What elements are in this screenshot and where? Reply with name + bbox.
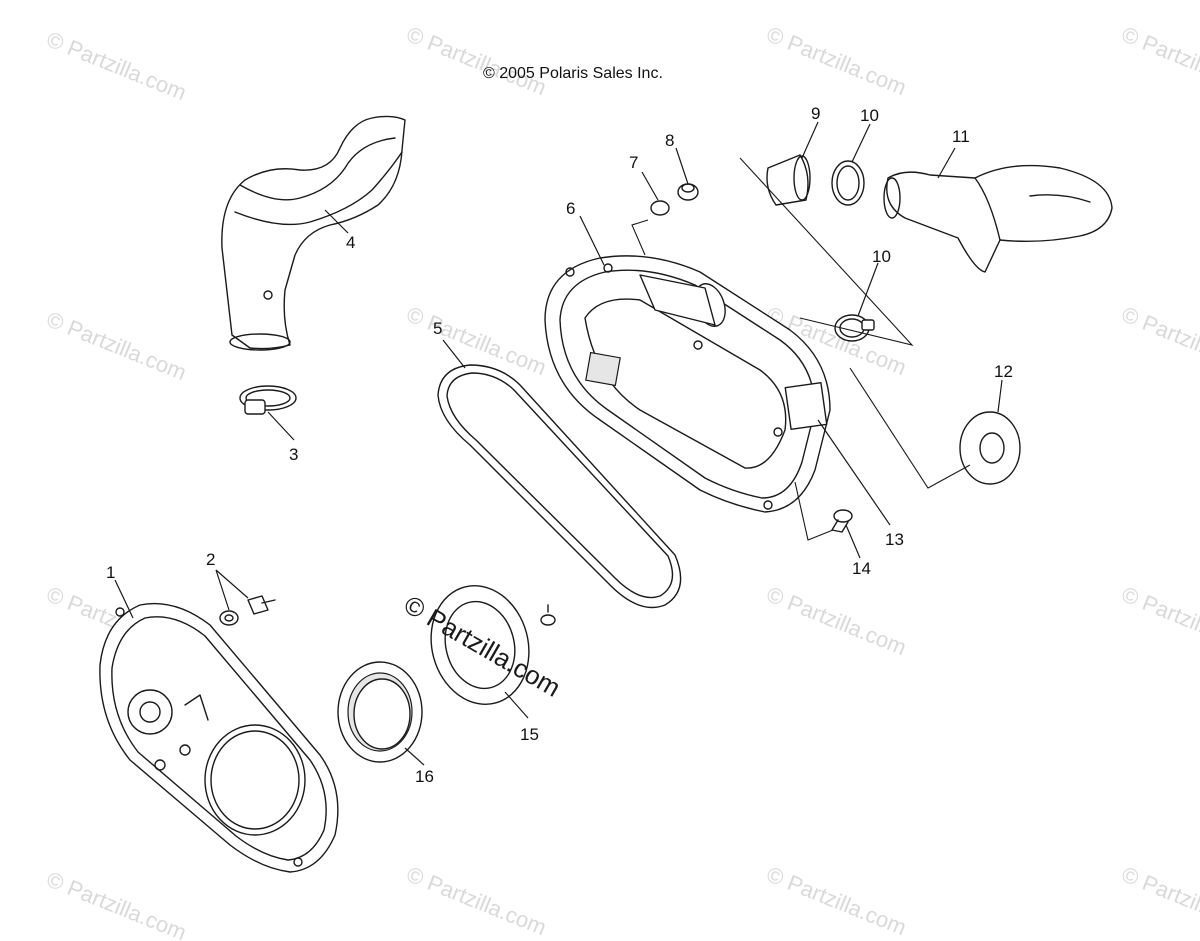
part-1-outer-cover bbox=[99, 602, 339, 873]
callout-10-lower: 10 bbox=[872, 247, 891, 266]
small-bolt bbox=[540, 604, 556, 626]
part-15-plate bbox=[430, 585, 530, 705]
callout-13: 13 bbox=[885, 530, 904, 549]
watermark: © Partzilla.com bbox=[43, 306, 190, 385]
watermark: © Partzilla.com bbox=[403, 861, 550, 940]
callout-4: 4 bbox=[346, 233, 355, 252]
leader-lines bbox=[114, 121, 1003, 766]
part-10-clamp-upper bbox=[831, 160, 865, 206]
callout-11: 11 bbox=[952, 127, 970, 146]
watermark: © Partzilla.com bbox=[763, 861, 910, 940]
callout-5: 5 bbox=[433, 319, 442, 338]
watermark: © Partzilla.com bbox=[403, 301, 550, 380]
callout-labels: 1 2 3 4 5 6 7 8 9 10 10 11 12 13 14 15 1… bbox=[106, 104, 1013, 786]
callout-1: 1 bbox=[106, 563, 115, 582]
callout-16: 16 bbox=[415, 767, 434, 786]
part-11-outlet-duct bbox=[883, 164, 1113, 273]
watermark: © Partzilla.com bbox=[763, 21, 910, 100]
watermark: © Partzilla.com bbox=[43, 866, 190, 941]
watermark: © Partzilla.com bbox=[43, 26, 190, 105]
part-4-intake-duct bbox=[221, 115, 406, 351]
part-7-o-ring bbox=[650, 200, 670, 216]
part-6-inner-cover bbox=[544, 255, 831, 513]
copyright-text: © 2005 Polaris Sales Inc. bbox=[483, 65, 663, 82]
watermark: © Partzilla.com bbox=[1118, 861, 1200, 940]
part-16-seal bbox=[337, 661, 423, 763]
callout-9: 9 bbox=[811, 104, 820, 123]
callout-2: 2 bbox=[206, 550, 215, 569]
watermark: © Partzilla.com bbox=[763, 581, 910, 660]
part-8-plug bbox=[677, 183, 699, 201]
part-9-boot bbox=[766, 154, 811, 206]
part-5-drive-belt bbox=[437, 364, 682, 609]
watermark: © Partzilla.com bbox=[1118, 581, 1200, 660]
callout-12: 12 bbox=[994, 362, 1013, 381]
callout-3: 3 bbox=[289, 445, 298, 464]
watermark: © Partzilla.com bbox=[403, 21, 550, 100]
callout-10-upper: 10 bbox=[860, 106, 879, 125]
part-3-clamp bbox=[239, 385, 297, 415]
callout-6: 6 bbox=[566, 199, 575, 218]
watermark: © Partzilla.com bbox=[1118, 301, 1200, 380]
callout-15: 15 bbox=[520, 725, 539, 744]
assembly-lines bbox=[631, 157, 971, 541]
callout-14: 14 bbox=[852, 559, 871, 578]
part-12-washer bbox=[959, 411, 1021, 485]
part-2-bolt-washer bbox=[219, 595, 276, 626]
callout-8: 8 bbox=[665, 131, 674, 150]
part-14-bolt bbox=[831, 509, 853, 533]
callout-7: 7 bbox=[629, 153, 638, 172]
watermark: © Partzilla.com bbox=[1118, 21, 1200, 100]
